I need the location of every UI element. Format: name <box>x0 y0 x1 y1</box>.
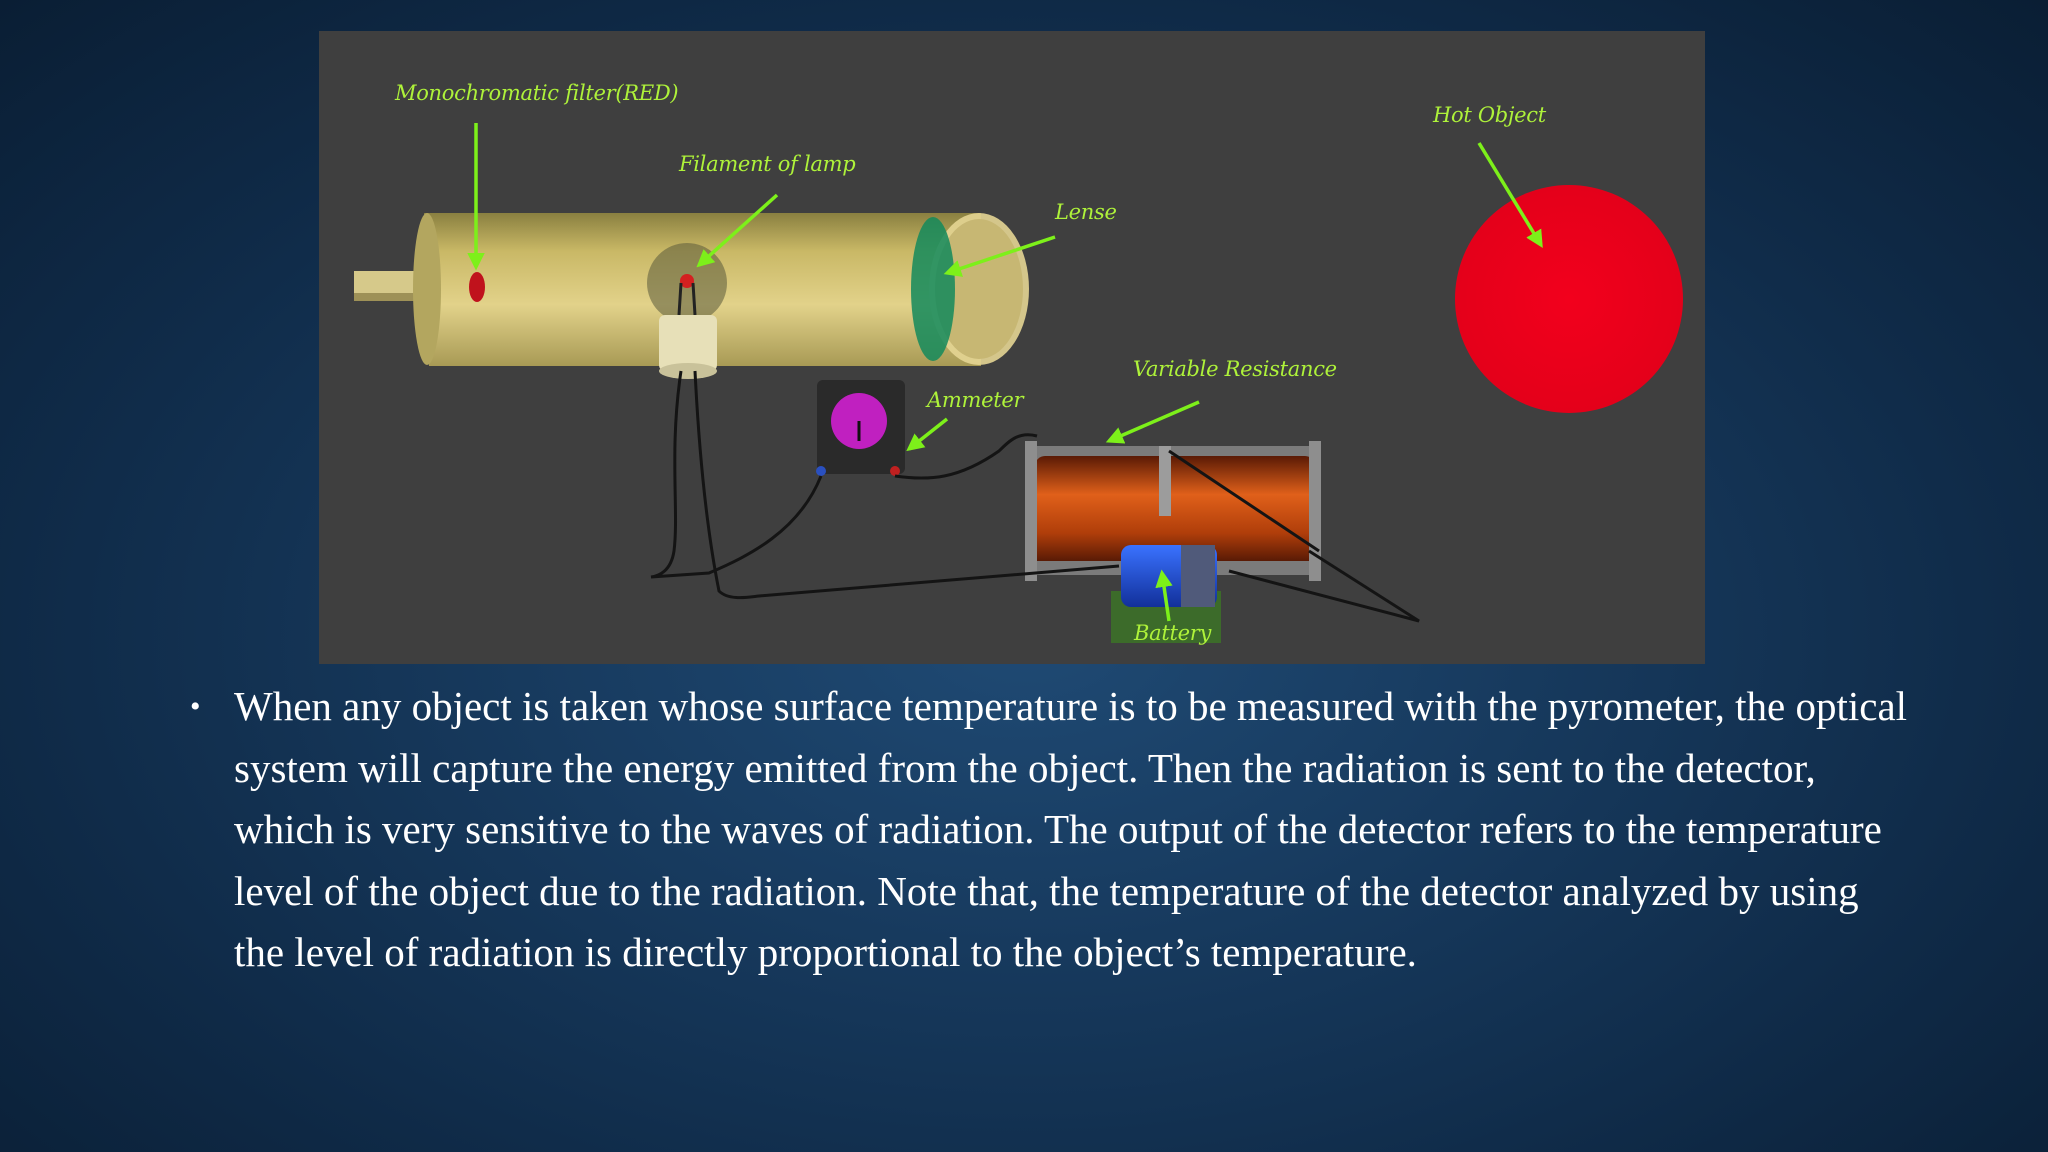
label-filament: Filament of lamp <box>679 152 856 176</box>
ammeter <box>816 380 905 476</box>
label-battery: Battery <box>1134 621 1212 645</box>
label-ammeter: Ammeter <box>927 388 1024 412</box>
lamp <box>647 243 727 379</box>
red-filter <box>469 272 485 302</box>
label-hot-object: Hot Object <box>1433 103 1546 127</box>
pyrometer-diagram: Monochromatic filter(RED) Filament of la… <box>319 31 1705 664</box>
label-variable-resistance: Variable Resistance <box>1133 357 1337 381</box>
label-lense: Lense <box>1055 200 1117 224</box>
variable-resistance <box>1025 441 1321 581</box>
ammeter-arrow <box>906 417 949 452</box>
bullet-marker: • <box>190 690 201 723</box>
hot-object <box>1455 185 1683 413</box>
label-monochromatic-filter: Monochromatic filter(RED) <box>395 81 679 105</box>
bullet-paragraph: When any object is taken whose surface t… <box>234 683 1908 975</box>
filament-arrow <box>696 193 779 268</box>
hot-object-arrow <box>1477 142 1543 248</box>
diagram-drawing <box>354 123 1683 643</box>
variable-resistance-arrow <box>1105 400 1200 444</box>
wires <box>650 370 1420 623</box>
label-arrows <box>467 123 1543 622</box>
lense-arrow <box>943 235 1056 277</box>
lense <box>911 217 955 361</box>
battery-arrow <box>1155 569 1173 622</box>
